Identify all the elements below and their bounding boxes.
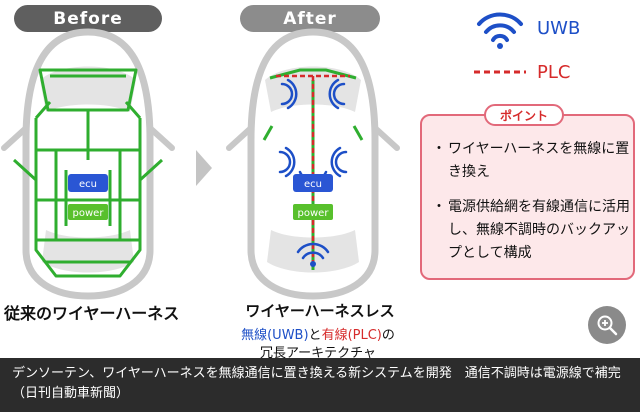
power-label-after: power — [298, 208, 330, 219]
point-box — [420, 114, 635, 280]
and-text: と — [308, 328, 322, 343]
point-item-text: ワイヤーハーネスを無線に置き換え — [448, 141, 630, 180]
after-caption: ワイヤーハーネスレス — [245, 302, 395, 320]
point-item-text: 電源供給網を有線通信に活用し、無線不調時のバックアップとして構成 — [448, 199, 630, 261]
point-title: ポイント — [484, 104, 564, 126]
legend-plc: PLC — [537, 62, 571, 83]
after-subcaption-line2: 冗長アーキテクチャ — [259, 346, 377, 361]
zoom-button[interactable] — [588, 306, 626, 344]
ecu-box — [68, 174, 108, 192]
harness-network — [12, 68, 164, 278]
no-text: の — [381, 328, 395, 343]
wifi-icon — [477, 12, 523, 42]
uwb-text: 無線(UWB) — [241, 328, 309, 343]
bullet-mark: ・ — [432, 199, 446, 215]
ecu-label-after: ecu — [304, 179, 322, 190]
power-box-after — [293, 204, 333, 220]
zoom-in-icon — [597, 315, 618, 336]
after-label: After — [240, 5, 380, 32]
comparison-diagram: ecu power — [1, 12, 526, 300]
point-item: ・電源供給網を有線通信に活用し、無線不調時のバックアップとして構成 — [432, 196, 632, 265]
before-caption: 従来のワイヤーハーネス — [4, 304, 180, 323]
bullet-mark: ・ — [432, 141, 446, 157]
after-subcaption: 無線(UWB)と有線(PLC)の — [218, 324, 418, 343]
caption-text: デンソーテン、ワイヤーハーネスを無線通信に置き換える新システムを開発 通信不調時… — [12, 366, 621, 401]
before-label: Before — [14, 5, 162, 32]
plc-text: 有線(PLC) — [321, 328, 382, 343]
power-box — [68, 204, 108, 220]
ecu-label: ecu — [79, 179, 97, 190]
point-item: ・ワイヤーハーネスを無線に置き換え — [432, 138, 632, 184]
arrow-icon — [196, 150, 212, 186]
image-caption: デンソーテン、ワイヤーハーネスを無線通信に置き換える新システムを開発 通信不調時… — [0, 358, 640, 412]
after-car: ecu power — [226, 28, 400, 300]
power-label: power — [73, 208, 105, 219]
plc-lines — [276, 74, 350, 266]
legend-uwb: UWB — [537, 18, 581, 39]
before-car: ecu power — [1, 28, 175, 300]
ecu-box-after — [293, 174, 333, 192]
